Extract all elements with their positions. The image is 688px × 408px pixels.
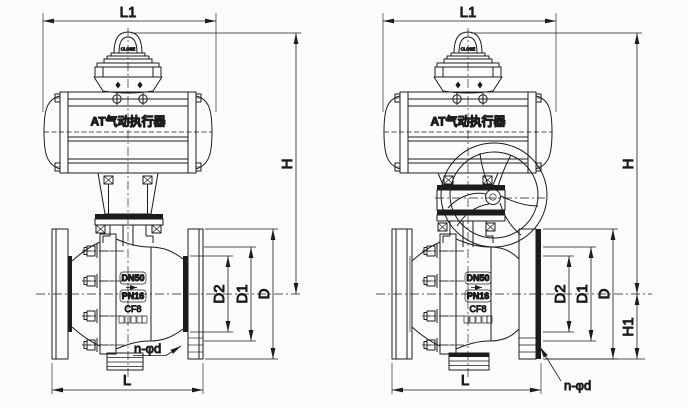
serial-marks bbox=[463, 315, 493, 324]
dimensions-right-figure: L1 H H1 D2 D1 D L n-φd bbox=[382, 4, 645, 394]
bolt-holes-leader bbox=[539, 346, 562, 382]
dim-label-l: L bbox=[123, 372, 131, 389]
dim-label-h: H bbox=[279, 159, 296, 170]
pn-tag: PN16 bbox=[122, 291, 145, 301]
mounting-bracket bbox=[94, 172, 164, 246]
handwheel bbox=[440, 142, 548, 248]
dim-label-l: L bbox=[461, 372, 469, 389]
bolt-holes-label: n-φd bbox=[134, 341, 161, 356]
valve-body bbox=[391, 228, 541, 371]
bottom-boss bbox=[106, 352, 144, 371]
material-tag: CF8 bbox=[469, 304, 486, 314]
body-nameplate: DN50 PN16 CF8 bbox=[118, 271, 148, 324]
actuator-label: AT气动执行器 bbox=[430, 114, 506, 129]
dim-label-d1: D1 bbox=[574, 284, 591, 303]
valve-body bbox=[51, 228, 204, 371]
bolt-holes-leader bbox=[133, 345, 182, 356]
material-tag: CF8 bbox=[124, 304, 141, 314]
dim-label-h: H bbox=[620, 159, 637, 170]
dim-label-d2: D2 bbox=[211, 284, 228, 303]
dimensions-left-figure: L1 H D2 D1 D L n-φd bbox=[42, 4, 301, 394]
dim-label-d2: D2 bbox=[552, 284, 569, 303]
actuator-label: AT气动执行器 bbox=[90, 114, 166, 129]
dim-label-l1: L1 bbox=[460, 4, 477, 21]
dim-label-h1: H1 bbox=[620, 317, 637, 336]
figure-pneumatic-ball-valve-with-handwheel: CLOSE AT气动执行器 bbox=[376, 4, 652, 394]
dim-label-d1: D1 bbox=[234, 284, 251, 303]
dn-tag: DN50 bbox=[121, 273, 144, 283]
dim-label-d: D bbox=[596, 288, 613, 299]
body-nameplate: DN50 PN16 CF8 bbox=[463, 271, 493, 324]
dn-tag: DN50 bbox=[466, 273, 489, 283]
position-indicator-label: CLOSE bbox=[461, 47, 476, 52]
bolt-holes-label: n-φd bbox=[564, 378, 591, 393]
dim-label-d: D bbox=[256, 288, 273, 299]
figure-pneumatic-ball-valve: CLOSE AT气动执行器 bbox=[36, 4, 303, 394]
serial-marks bbox=[118, 315, 148, 324]
pn-tag: PN16 bbox=[467, 291, 490, 301]
position-indicator-label: CLOSE bbox=[121, 47, 136, 52]
dim-label-l1: L1 bbox=[120, 4, 137, 21]
